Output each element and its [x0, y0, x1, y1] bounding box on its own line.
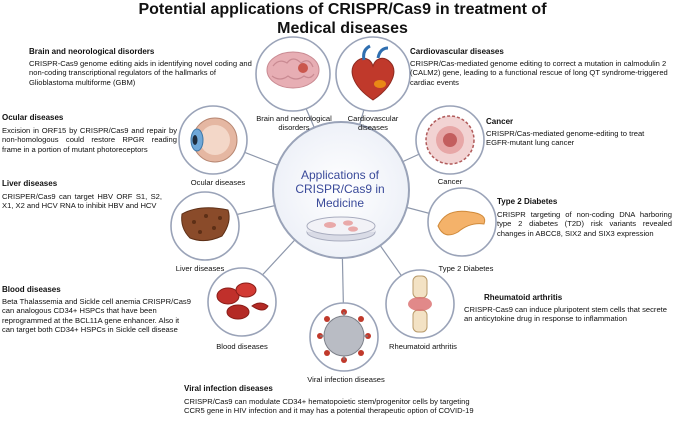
brain-heading: Brain and neorological disorders: [29, 47, 155, 56]
liver-node: [170, 191, 240, 261]
ocular-text: Excision in ORF15 by CRISPR/Cas9 and rep…: [2, 126, 177, 154]
virus-icon: [317, 309, 371, 363]
petri-dish-icon: [306, 216, 376, 242]
brain-label-line-2: disorders: [278, 123, 310, 132]
brain-node: [255, 36, 331, 112]
ocular-heading: Ocular diseases: [2, 113, 64, 122]
ocular-node-label: Ocular diseases: [190, 178, 246, 187]
diabetes-node-label: Type 2 Diabetes: [438, 264, 494, 273]
rheum-heading: Rheumatoid arthritis: [484, 293, 563, 302]
diabetes-node: [427, 187, 497, 257]
liver-text: CRISPER/Cas9 can target HBV ORF S1, S2, …: [2, 192, 162, 211]
red-blood-cells-icon: [216, 282, 269, 320]
cardio-text: CRISPR/Cas-mediated genome editing to co…: [410, 59, 668, 87]
diabetes-heading: Type 2 Diabetes: [497, 197, 558, 206]
blood-text: Beta Thalassemia and Sickle cell anemia …: [2, 297, 191, 335]
blood-heading: Blood diseases: [2, 285, 61, 294]
viral-text: CRISPR/Cas9 can modulate CD34+ hematopoi…: [184, 397, 474, 416]
heart-icon: [351, 44, 395, 101]
center-line-1: Applications of: [300, 168, 380, 182]
brain-text: CRISPR-Cas9 genome editing aids in ident…: [29, 59, 252, 87]
brain-node-label: Brain and neorological disorders: [244, 114, 344, 132]
viral-node: [309, 302, 379, 372]
cancer-node-label: Cancer: [437, 177, 463, 186]
title-line-2: Medical diseases: [277, 20, 408, 37]
cardio-heading: Cardiovascular diseases: [410, 47, 504, 56]
center-line-2: CRISPR/Cas9 in: [295, 182, 385, 196]
joint-icon: [408, 275, 432, 333]
cardio-node: [335, 36, 411, 112]
blood-node: [207, 267, 277, 337]
pancreas-icon: [437, 210, 486, 236]
tumor-cell-icon: [425, 115, 475, 165]
cardio-label-line-2: diseases: [358, 123, 388, 132]
cancer-node: [415, 105, 485, 175]
viral-node-label: Viral infection diseases: [307, 375, 385, 384]
rheum-node: [385, 269, 455, 339]
liver-heading: Liver diseases: [2, 179, 58, 188]
center-title: Applications of CRISPR/Cas9 in Medicine: [274, 168, 406, 210]
cancer-heading: Cancer: [486, 117, 514, 126]
liver-node-label: Liver diseases: [175, 264, 225, 273]
cancer-text: CRISPR/Cas-mediated genome-editing to tr…: [486, 129, 645, 148]
title-line-1: Potential applications of CRISPR/Cas9 in…: [138, 1, 547, 18]
viral-heading: Viral infection diseases: [184, 384, 273, 393]
cardio-label-line-1: Cardiovascular: [347, 114, 399, 123]
rheum-text: CRISPR-Cas9 can induce pluripotent stem …: [464, 305, 668, 324]
diabetes-text: CRISPR targeting of non-coding DNA harbo…: [497, 210, 672, 238]
brain-icon: [266, 51, 320, 89]
liver-icon: [181, 207, 230, 242]
center-circle: [272, 121, 410, 259]
center-line-3: Medicine: [315, 196, 365, 210]
cardio-node-label: Cardiovascular diseases: [330, 114, 416, 132]
blood-node-label: Blood diseases: [216, 342, 268, 351]
brain-label-line-1: Brain and neorological: [256, 114, 332, 123]
eye-icon: [190, 117, 238, 163]
rheum-node-label: Rheumatoid arthritis: [389, 342, 457, 351]
ocular-node: [178, 105, 248, 175]
page-title: Potential applications of CRISPR/Cas9 in…: [0, 0, 685, 38]
